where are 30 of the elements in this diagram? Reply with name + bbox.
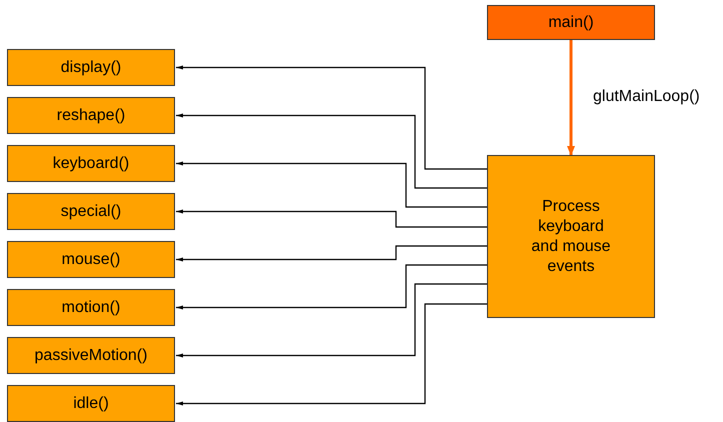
function-box bbox=[487, 5, 655, 40]
edge-label: glutMainLoop() bbox=[593, 88, 700, 106]
connector-arrow bbox=[176, 162, 487, 208]
node-label: passiveMotion() bbox=[34, 346, 148, 366]
function-box bbox=[7, 289, 175, 326]
connector-arrow bbox=[176, 303, 487, 406]
connector-arrow bbox=[176, 283, 487, 358]
function-box bbox=[7, 145, 175, 182]
connector-arrow bbox=[176, 66, 487, 170]
function-box bbox=[7, 241, 175, 278]
function-box bbox=[7, 337, 175, 374]
node-label: idle() bbox=[73, 394, 109, 414]
connector-arrow bbox=[176, 264, 487, 310]
thick-arrow bbox=[567, 40, 575, 156]
node-label: display() bbox=[60, 58, 122, 78]
function-box bbox=[7, 49, 175, 86]
connector-arrow bbox=[176, 245, 487, 262]
function-box bbox=[7, 193, 175, 230]
connector-arrow bbox=[176, 114, 487, 189]
node-label: keyboard() bbox=[52, 154, 130, 174]
node-label: reshape() bbox=[56, 106, 126, 126]
process-box bbox=[487, 155, 655, 318]
node-label: Process keyboard and mouse events bbox=[530, 196, 612, 276]
node-label: main() bbox=[548, 12, 594, 32]
node-label: motion() bbox=[62, 298, 120, 318]
node-label: special() bbox=[60, 202, 122, 222]
node-label: mouse() bbox=[62, 250, 120, 270]
connector-arrow bbox=[176, 210, 487, 228]
function-box bbox=[7, 385, 175, 422]
function-box bbox=[7, 97, 175, 134]
